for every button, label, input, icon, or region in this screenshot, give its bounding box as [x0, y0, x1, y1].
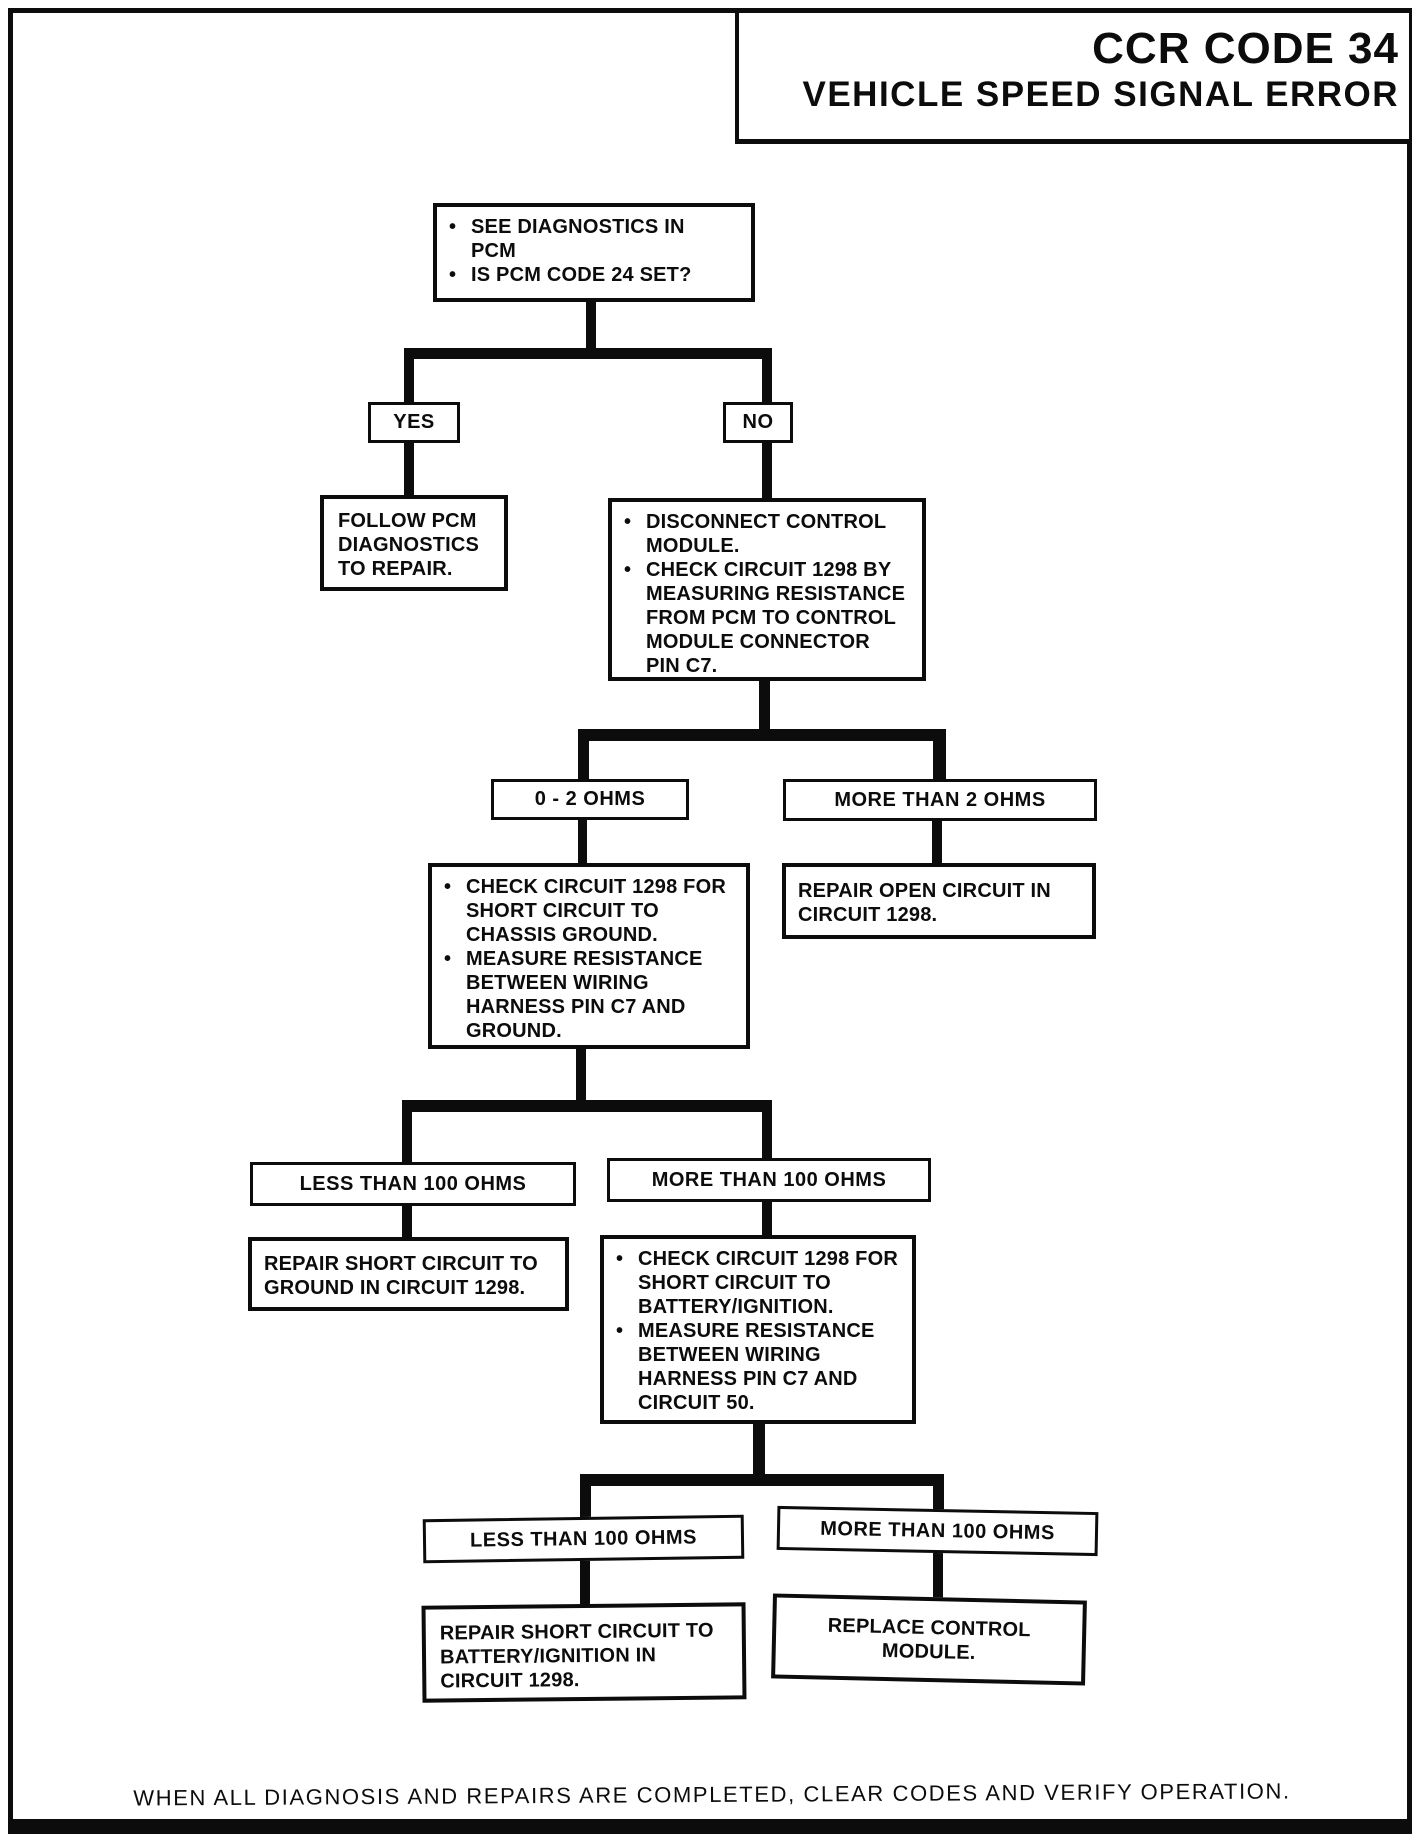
- connector-split-3: [402, 1100, 772, 1112]
- bullet-text: CHECK CIRCUIT 1298 FOR SHORT CIRCUIT TO …: [638, 1248, 898, 1318]
- node-no: NO: [723, 402, 793, 443]
- node-more-than-100-ohms-first: MORE THAN 100 OHMS: [607, 1158, 931, 1202]
- connector-less-100-a-down: [402, 1203, 412, 1239]
- node-text: REPAIR SHORT CIRCUIT TO GROUND IN CIRCUI…: [264, 1253, 538, 1299]
- connector-no-down: [762, 440, 772, 500]
- bullet-text: DISCONNECT CONTROL MODULE.: [646, 511, 887, 557]
- node-check-short-to-ground: CHECK CIRCUIT 1298 FOR SHORT CIRCUIT TO …: [428, 863, 750, 1049]
- connector-disconnect-down: [759, 678, 770, 733]
- title-panel: CCR CODE 34 VEHICLE SPEED SIGNAL ERROR: [735, 13, 1409, 144]
- bullet-icon: [624, 558, 646, 678]
- connector-battery-check-down: [753, 1421, 765, 1476]
- bullet-icon: [624, 510, 646, 558]
- bullet-icon: [616, 1247, 638, 1319]
- connector-to-more-100-a: [762, 1100, 772, 1160]
- bullet-icon: [449, 215, 471, 263]
- bullet-item: IS PCM CODE 24 SET?: [449, 263, 743, 287]
- title-code: CCR CODE 34: [1092, 24, 1399, 73]
- node-text: REPAIR OPEN CIRCUIT IN CIRCUIT 1298.: [798, 880, 1051, 926]
- connector-0-2-down: [578, 817, 587, 865]
- node-more-than-2-ohms: MORE THAN 2 OHMS: [783, 779, 1097, 821]
- page-border: [8, 8, 1412, 1834]
- bullet-item: SEE DIAGNOSTICS IN PCM: [449, 215, 743, 263]
- connector-more-100-a-down: [762, 1199, 772, 1237]
- more-100-a-label: MORE THAN 100 OHMS: [651, 1168, 887, 1191]
- no-label: NO: [742, 411, 774, 433]
- connector-more-100-b-down: [933, 1548, 943, 1602]
- node-less-than-100-ohms-second: LESS THAN 100 OHMS: [422, 1514, 745, 1564]
- bullet-icon: [449, 263, 471, 287]
- node-text: REPAIR SHORT CIRCUIT TO BATTERY/IGNITION…: [439, 1619, 714, 1693]
- bullet-item: MEASURE RESISTANCE BETWEEN WIRING HARNES…: [616, 1319, 904, 1415]
- bullet-item: CHECK CIRCUIT 1298 FOR SHORT CIRCUIT TO …: [616, 1247, 904, 1319]
- node-repair-short-to-ground: REPAIR SHORT CIRCUIT TO GROUND IN CIRCUI…: [248, 1237, 569, 1311]
- bullet-text: CHECK CIRCUIT 1298 BY MEASURING RESISTAN…: [646, 559, 906, 677]
- connector-to-more-2-ohms: [933, 729, 946, 783]
- node-follow-pcm-diagnostics: FOLLOW PCM DIAGNOSTICS TO REPAIR.: [320, 495, 508, 591]
- connector-more-2-down: [932, 820, 942, 865]
- node-start: SEE DIAGNOSTICS IN PCM IS PCM CODE 24 SE…: [433, 203, 755, 302]
- less-100-b-label: LESS THAN 100 OHMS: [469, 1525, 698, 1552]
- node-less-than-100-ohms-first: LESS THAN 100 OHMS: [250, 1162, 576, 1206]
- bullet-icon: [616, 1319, 638, 1415]
- node-replace-control-module: REPLACE CONTROL MODULE.: [771, 1593, 1087, 1686]
- connector-to-more-100-b: [933, 1474, 944, 1514]
- node-0-2-ohms: 0 - 2 OHMS: [491, 779, 689, 820]
- node-text: REPLACE CONTROL MODULE.: [827, 1614, 1031, 1664]
- node-more-than-100-ohms-second: MORE THAN 100 OHMS: [776, 1505, 1099, 1557]
- page-title: VEHICLE SPEED SIGNAL ERROR: [802, 75, 1399, 114]
- bullet-text: MEASURE RESISTANCE BETWEEN WIRING HARNES…: [466, 948, 703, 1042]
- node-repair-short-to-battery: REPAIR SHORT CIRCUIT TO BATTERY/IGNITION…: [421, 1602, 747, 1703]
- connector-to-0-2-ohms: [578, 729, 589, 781]
- bullet-text: IS PCM CODE 24 SET?: [471, 264, 692, 286]
- connector-yes-down: [404, 440, 414, 497]
- yes-label: YES: [393, 411, 435, 433]
- more-100-b-label: MORE THAN 100 OHMS: [820, 1517, 1055, 1544]
- bullet-text: CHECK CIRCUIT 1298 FOR SHORT CIRCUIT TO …: [466, 876, 726, 946]
- connector-to-no: [762, 348, 772, 404]
- connector-less-100-b-down: [580, 1556, 590, 1608]
- bullet-item: CHECK CIRCUIT 1298 BY MEASURING RESISTAN…: [624, 558, 914, 678]
- node-text: FOLLOW PCM DIAGNOSTICS TO REPAIR.: [338, 510, 480, 580]
- node-check-short-to-battery: CHECK CIRCUIT 1298 FOR SHORT CIRCUIT TO …: [600, 1235, 916, 1424]
- bullet-item: CHECK CIRCUIT 1298 FOR SHORT CIRCUIT TO …: [444, 875, 738, 947]
- less-100-a-label: LESS THAN 100 OHMS: [299, 1172, 527, 1195]
- node-repair-open-circuit: REPAIR OPEN CIRCUIT IN CIRCUIT 1298.: [782, 863, 1096, 939]
- connector-to-less-100-b: [580, 1474, 591, 1522]
- ohms-high-label: MORE THAN 2 OHMS: [834, 788, 1046, 811]
- connector-start-down: [586, 300, 596, 350]
- connector-to-less-100-a: [402, 1100, 412, 1164]
- bullet-item: DISCONNECT CONTROL MODULE.: [624, 510, 914, 558]
- bullet-item: MEASURE RESISTANCE BETWEEN WIRING HARNES…: [444, 947, 738, 1043]
- bullet-text: MEASURE RESISTANCE BETWEEN WIRING HARNES…: [638, 1320, 875, 1414]
- node-disconnect-check-circuit-1298: DISCONNECT CONTROL MODULE. CHECK CIRCUIT…: [608, 498, 926, 681]
- bullet-icon: [444, 947, 466, 1043]
- node-yes: YES: [368, 402, 460, 443]
- ohms-low-label: 0 - 2 OHMS: [534, 788, 646, 810]
- connector-to-yes: [404, 348, 414, 404]
- bullet-text: SEE DIAGNOSTICS IN PCM: [471, 216, 685, 262]
- connector-split-4: [580, 1474, 944, 1486]
- connector-ground-check-down: [576, 1046, 586, 1104]
- bullet-icon: [444, 875, 466, 947]
- connector-split-1: [404, 348, 772, 359]
- connector-split-2: [578, 729, 946, 741]
